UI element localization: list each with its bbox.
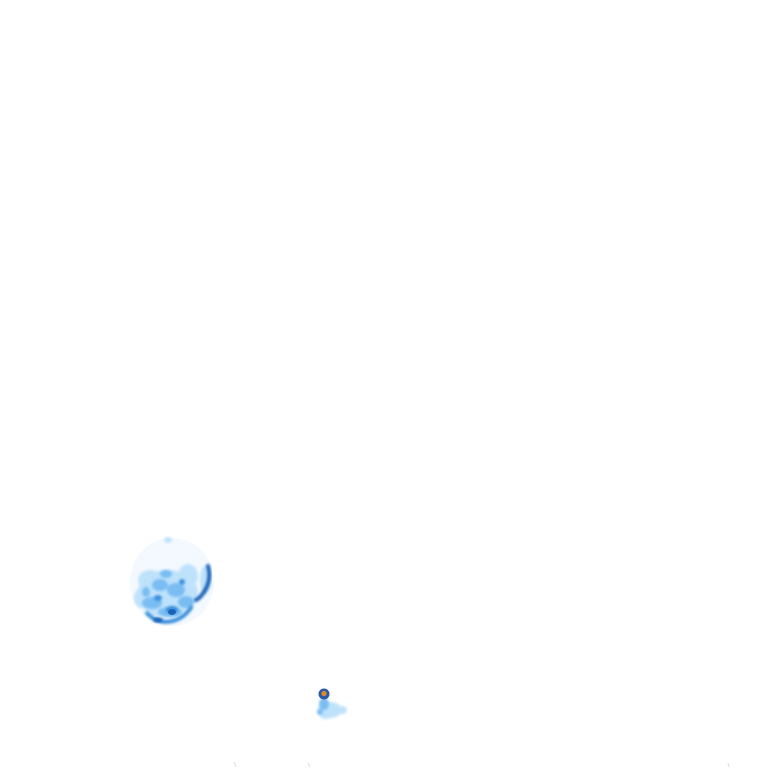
edge-artifacts [233, 761, 730, 768]
precipitation-cell-south[interactable] [317, 688, 347, 720]
storm-core [321, 690, 327, 697]
echo-medium [317, 698, 329, 715]
precipitation-cell-west[interactable] [130, 537, 214, 626]
echo-intense [153, 564, 212, 623]
